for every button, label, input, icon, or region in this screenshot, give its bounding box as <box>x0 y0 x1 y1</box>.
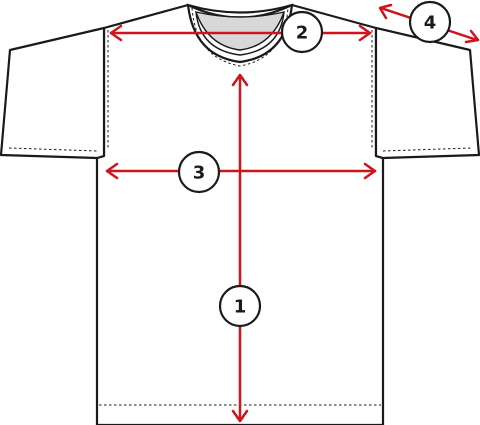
right-sleeve-outline <box>374 26 480 160</box>
collar-inner-back <box>194 11 286 51</box>
marker-circle <box>408 0 452 44</box>
shoulder-arrowhead-left <box>109 24 123 42</box>
marker-label-chest: 3 <box>193 163 206 184</box>
marker-label-shoulder: 2 <box>296 23 309 44</box>
marker-sleeve: 4 <box>408 0 452 44</box>
marker-circle <box>218 284 262 328</box>
length-arrowhead-bottom <box>231 409 249 423</box>
measure-lines <box>105 3 480 423</box>
length-arrowhead-top <box>231 73 249 87</box>
chest-arrowhead-right <box>363 162 377 180</box>
marker-length: 1 <box>218 284 262 328</box>
sleeve-arrowhead-left <box>378 3 393 20</box>
shoulder-arrowhead-right <box>358 24 372 42</box>
left-sleeve-outline <box>0 26 106 160</box>
sleeve-arrowhead-right <box>464 29 480 44</box>
marker-shoulder: 2 <box>280 10 324 54</box>
marker-circle <box>177 150 221 194</box>
marker-label-sleeve: 4 <box>424 13 437 34</box>
marker-circle <box>280 10 324 54</box>
chest-arrowhead-left <box>105 162 119 180</box>
marker-chest: 3 <box>177 150 221 194</box>
collar-rib-inner <box>195 11 285 56</box>
marker-label-length: 1 <box>234 297 247 318</box>
